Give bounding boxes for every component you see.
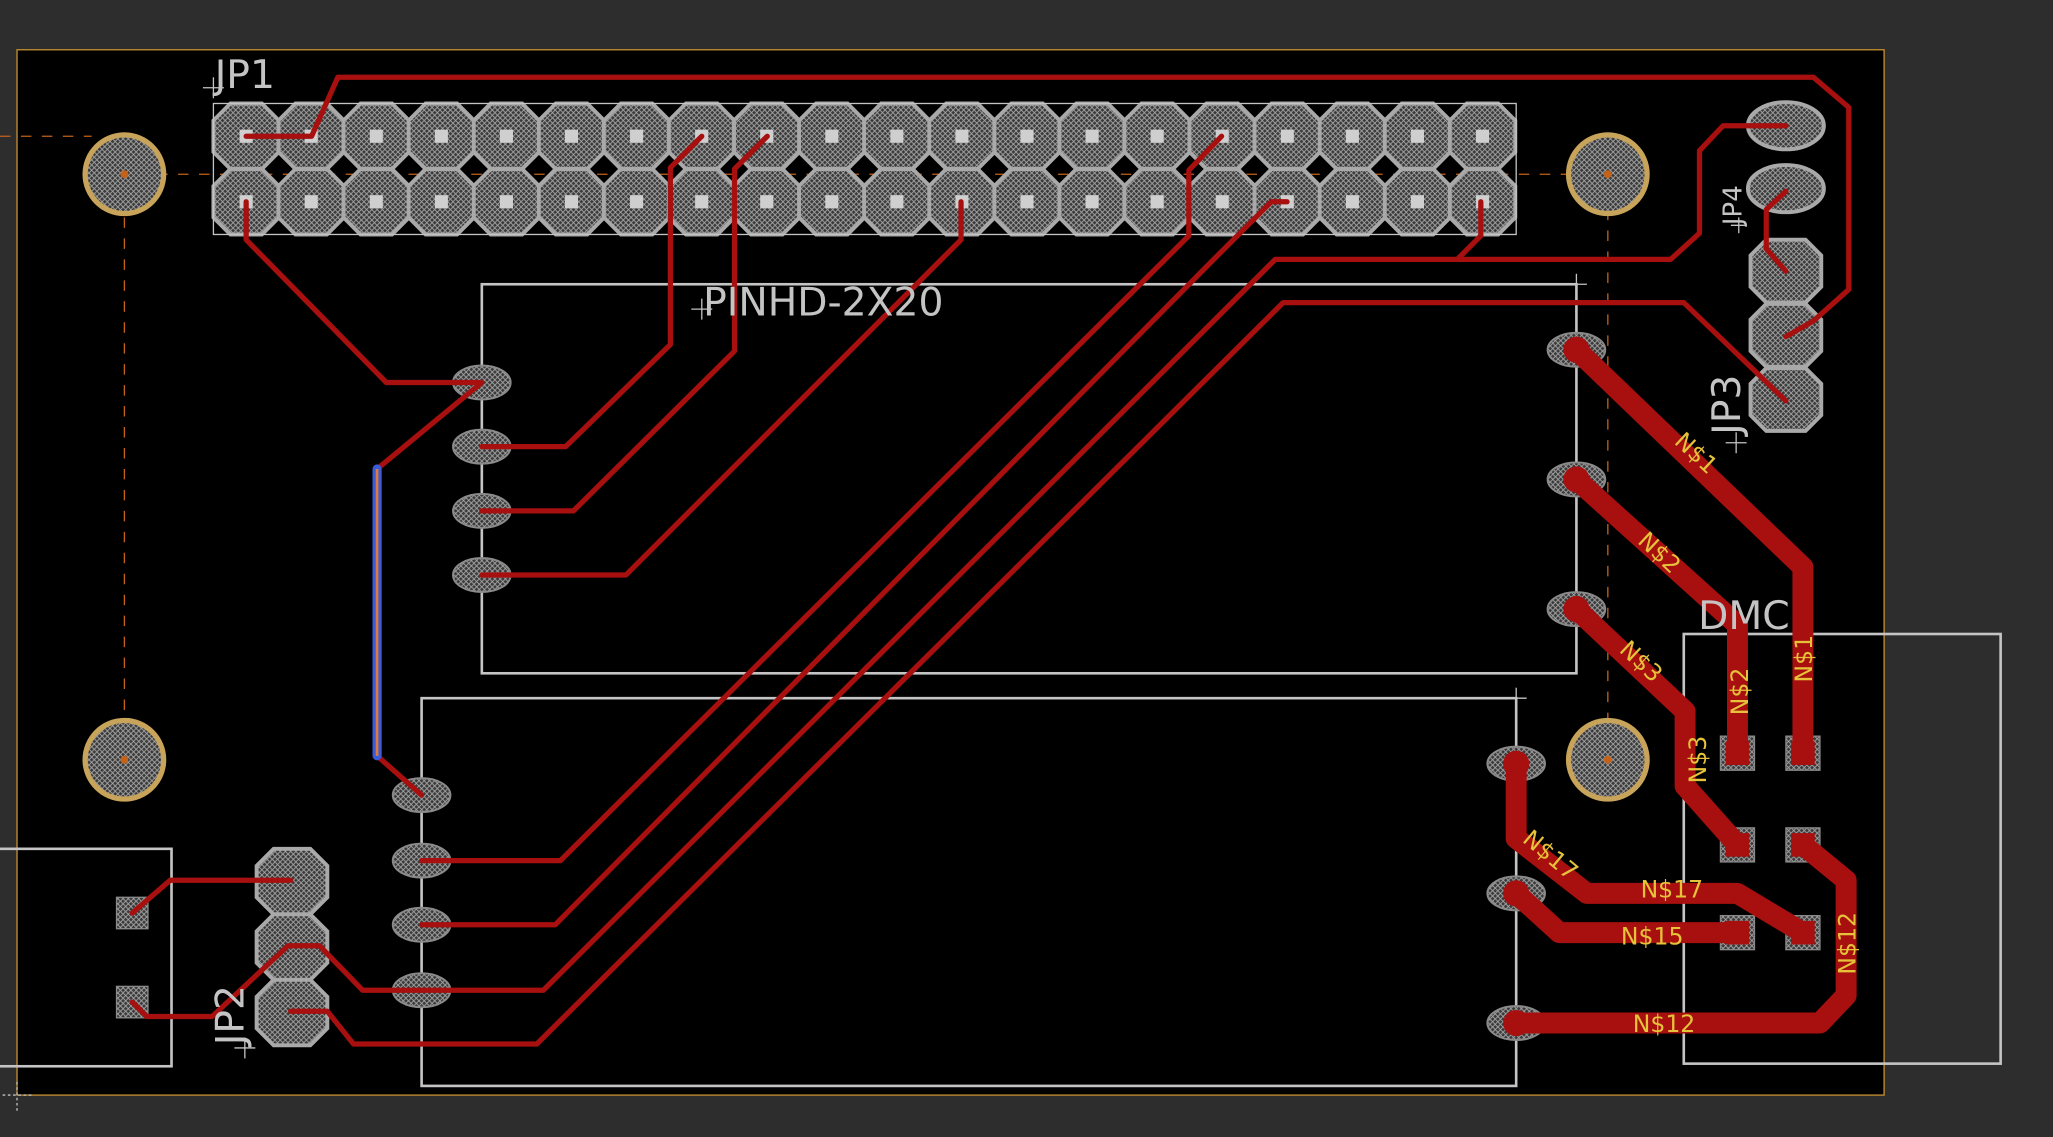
jp1-pin-drill (890, 195, 904, 209)
pad-markers (1503, 336, 1815, 1037)
jp1-pin-drill (1150, 195, 1164, 209)
net-label-n12: N$12 (1633, 1010, 1696, 1038)
jp1-pin-drill (630, 195, 644, 209)
net-label-n15: N$15 (1621, 922, 1684, 950)
jp1-pin-drill (1345, 195, 1359, 209)
net-label-n2-vertical: N$2 (1726, 668, 1754, 716)
jp1-pin-drill (499, 129, 513, 143)
jp1-pin-drill (955, 129, 969, 143)
power-traces[interactable] (1505, 339, 1857, 1034)
jp1-pin-drill (630, 129, 644, 143)
jp3-label: JP3 (1705, 375, 1750, 438)
mounting-hole (1565, 717, 1650, 802)
jp1-pin-drill (890, 129, 904, 143)
jp1-pin-drill (564, 129, 579, 143)
mounting-holes (82, 132, 1650, 802)
jp1-pin-drill (760, 195, 774, 209)
mounting-hole (1565, 132, 1650, 217)
jp1-pin-drill (825, 129, 839, 143)
jp1-value-label: PINHD-2X20 (703, 281, 943, 326)
jp1-pin-drill (434, 129, 448, 143)
jp1-pin-drill (825, 195, 839, 209)
jp1-pin-drill (1085, 195, 1099, 209)
jp1-pin-drill (1475, 129, 1490, 143)
jp1-pin-drill (1410, 195, 1425, 209)
jp1-pin-drill (564, 195, 579, 209)
jp1-outline (212, 102, 1517, 236)
net-label-n1-vertical: N$1 (1790, 635, 1818, 683)
jp1-pin-drill (1085, 129, 1099, 143)
jp1-pin-drill (695, 195, 709, 209)
dmc-label: DMC (1698, 594, 1790, 639)
jp1-pin-drill (1150, 129, 1164, 143)
jp1-pin-drill (369, 129, 383, 143)
jp1-pin-drill (304, 195, 318, 209)
jp1-pin-drill (1280, 129, 1294, 143)
jp1-label: JP1 (212, 53, 275, 98)
signal-traces[interactable] (129, 74, 1852, 1047)
jp1-pin-drill (1020, 195, 1034, 209)
net-label-n17: N$17 (1641, 875, 1704, 903)
jp4-label: JP4 (1718, 185, 1748, 227)
dmc-outline (1682, 632, 2002, 1065)
net-label-n3-vertical: N$3 (1684, 736, 1712, 784)
jp1-pin-drill (1020, 129, 1034, 143)
jp1-pin-drill (369, 195, 383, 209)
jp1-pin-drill (1410, 129, 1425, 143)
jp1-pin-drill (499, 195, 513, 209)
jp1-pin-drill (434, 195, 448, 209)
jp1-header[interactable] (211, 101, 1518, 237)
mounting-hole (82, 717, 167, 802)
jp2-connector-outline (0, 847, 173, 1068)
origin-marks (202, 77, 1747, 1059)
jp2-label: JP2 (209, 985, 254, 1048)
part-labels: JP1 PINHD-2X20 DMC JP4 JP3 JP2 (209, 53, 1790, 1049)
net-label-n12-vertical: N$12 (1833, 912, 1861, 975)
mounting-hole (82, 132, 167, 217)
jp1-pin-drill (1345, 129, 1359, 143)
jp1-pin-drill (1215, 195, 1229, 209)
